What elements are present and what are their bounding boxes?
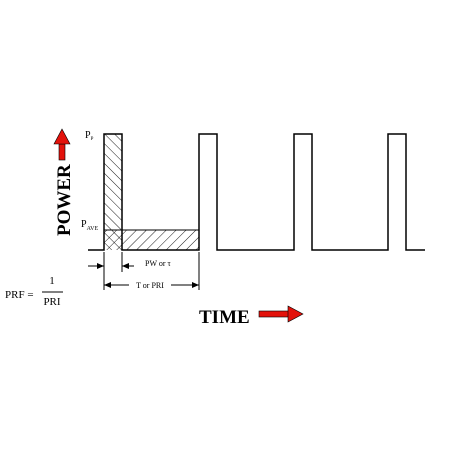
time-axis-label: TIME [199, 307, 250, 328]
pulse-train-waveform [88, 133, 425, 251]
arrow-up-icon [53, 128, 71, 161]
pulse-width-dimension [88, 252, 200, 290]
pulse-energy-hatch [104, 134, 122, 250]
period-dimension [104, 282, 199, 288]
prf-denominator: PRI [43, 296, 60, 308]
peak-power-label: PP [85, 130, 94, 142]
period-label: T or PRI [136, 281, 164, 290]
power-axis-label: POWER [54, 164, 75, 236]
prf-lhs: PRF = [5, 289, 34, 301]
prf-numerator: 1 [49, 275, 55, 287]
average-power-label: PAVE [81, 219, 98, 232]
average-power-hatch [104, 230, 199, 250]
prf-formula: PRF = 1 PRI [5, 275, 63, 308]
arrow-right-icon [258, 305, 304, 323]
pulse-width-label: PW or τ [145, 259, 172, 268]
